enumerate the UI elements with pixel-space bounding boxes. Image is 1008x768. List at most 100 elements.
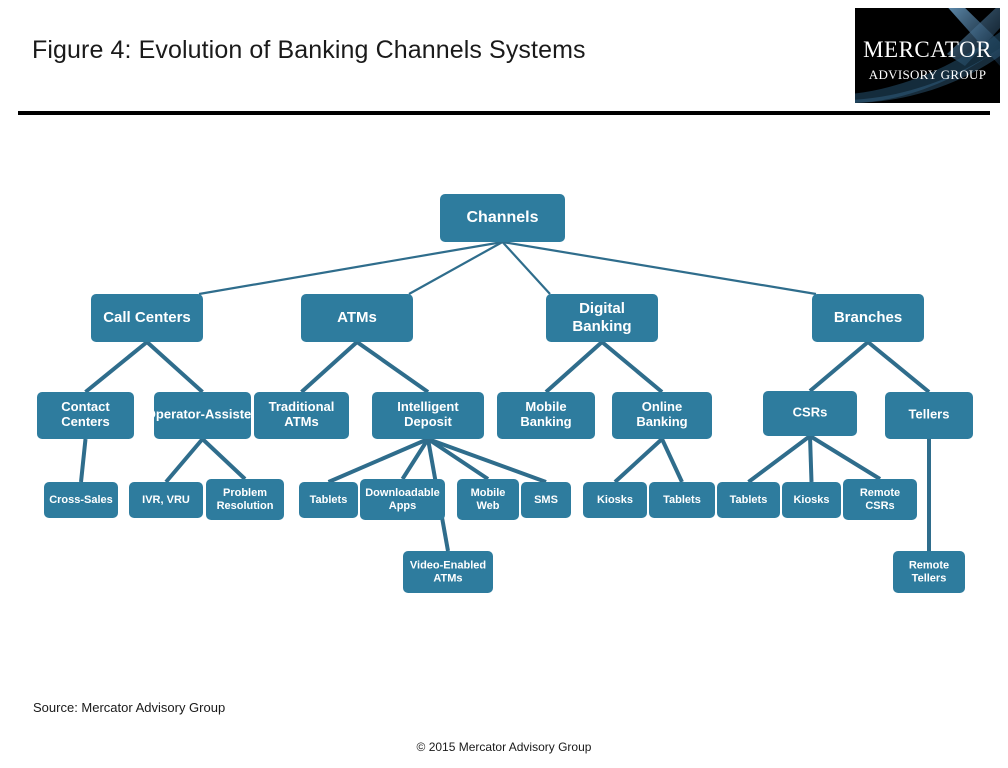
node-operator-assisted[interactable]: Operator-Assisted (146, 392, 259, 439)
node-label: Branches (834, 309, 902, 326)
page-title: Figure 4: Evolution of Banking Channels … (32, 36, 586, 64)
node-sms[interactable]: SMS (521, 482, 571, 518)
connector-channels-to-branches (502, 240, 817, 296)
copyright-note: © 2015 Mercator Advisory Group (416, 740, 592, 754)
node-box[interactable] (521, 482, 571, 518)
connector-atms-to-traditional-atms (300, 340, 359, 394)
node-box[interactable] (546, 294, 658, 342)
node-kiosks-online[interactable]: Kiosks (583, 482, 647, 518)
node-box[interactable] (91, 294, 203, 342)
node-label: Cross-Sales (49, 494, 113, 506)
connector-online-banking-to-kiosks-online (613, 437, 664, 484)
node-box[interactable] (612, 392, 712, 439)
node-label: Operator-Assisted (146, 407, 259, 422)
node-box[interactable] (782, 482, 841, 518)
node-tellers[interactable]: Tellers (885, 392, 973, 439)
connector-intelligent-deposit-to-sms (427, 437, 547, 484)
connector-csrs-to-kiosks-csr (808, 435, 814, 483)
connector-branches-to-tellers (866, 340, 931, 394)
node-tablets-online[interactable]: Tablets (649, 482, 715, 518)
node-box[interactable] (843, 479, 917, 520)
node-label: IVR, VRU (142, 494, 190, 506)
node-box[interactable] (360, 479, 445, 520)
header-divider (18, 111, 990, 115)
node-tablets-atm[interactable]: Tablets (299, 482, 358, 518)
connector-contact-centers-to-cross-sales (79, 438, 88, 483)
node-box[interactable] (812, 294, 924, 342)
node-box[interactable] (37, 392, 134, 439)
node-box[interactable] (301, 294, 413, 342)
node-atms[interactable]: ATMs (301, 294, 413, 342)
node-label: Channels (466, 209, 538, 226)
connector-operator-assisted-to-problem-resolution (201, 437, 247, 481)
node-box[interactable] (885, 392, 973, 439)
node-box[interactable] (497, 392, 595, 439)
node-cross-sales[interactable]: Cross-Sales (44, 482, 118, 518)
connector-call-centers-to-contact-centers (84, 340, 149, 394)
node-box[interactable] (254, 392, 349, 439)
connector-lines (79, 240, 931, 552)
node-box[interactable] (649, 482, 715, 518)
node-ivr-vru[interactable]: IVR, VRU (129, 482, 203, 518)
connector-csrs-to-tablets-csr (747, 434, 812, 484)
node-box[interactable] (893, 551, 965, 593)
node-csrs[interactable]: CSRs (763, 391, 857, 436)
node-branches[interactable]: Branches (812, 294, 924, 342)
node-label: Tellers (909, 407, 950, 422)
connector-digital-banking-to-mobile-banking (544, 340, 604, 394)
node-box[interactable] (717, 482, 780, 518)
node-kiosks-csr[interactable]: Kiosks (782, 482, 841, 518)
node-box[interactable] (299, 482, 358, 518)
connector-operator-assisted-to-ivr-vru (164, 437, 205, 484)
connector-call-centers-to-operator-assisted (145, 340, 204, 394)
node-box[interactable] (457, 479, 519, 520)
node-box[interactable] (440, 194, 565, 242)
connector-channels-to-digital-banking (501, 241, 551, 295)
node-channels[interactable]: Channels (440, 194, 565, 242)
node-box[interactable] (403, 551, 493, 593)
node-box[interactable] (206, 479, 284, 520)
node-box[interactable] (129, 482, 203, 518)
logo-sub-text: ADVISORY GROUP (868, 67, 987, 82)
node-label: Kiosks (597, 494, 633, 506)
source-note: Source: Mercator Advisory Group (33, 700, 226, 715)
node-box[interactable] (44, 482, 118, 518)
node-box[interactable] (154, 392, 251, 439)
node-tablets-csr[interactable]: Tablets (717, 482, 780, 518)
connector-online-banking-to-tablets-online (660, 438, 684, 483)
node-call-centers[interactable]: Call Centers (91, 294, 203, 342)
logo-swoosh-icon (855, 8, 1000, 103)
node-label: Tablets (730, 494, 768, 506)
node-label: Tablets (310, 494, 348, 506)
connector-digital-banking-to-online-banking (600, 340, 664, 394)
mercator-logo: MERCATOR ADVISORY GROUP (855, 8, 1000, 103)
node-box[interactable] (583, 482, 647, 518)
node-label: Tablets (663, 494, 701, 506)
connector-intelligent-deposit-to-mobile-web (426, 437, 490, 481)
node-box[interactable] (763, 391, 857, 436)
node-label: Kiosks (793, 494, 829, 506)
node-box[interactable] (372, 392, 484, 439)
connector-intelligent-deposit-to-tablets-atm (327, 437, 429, 484)
